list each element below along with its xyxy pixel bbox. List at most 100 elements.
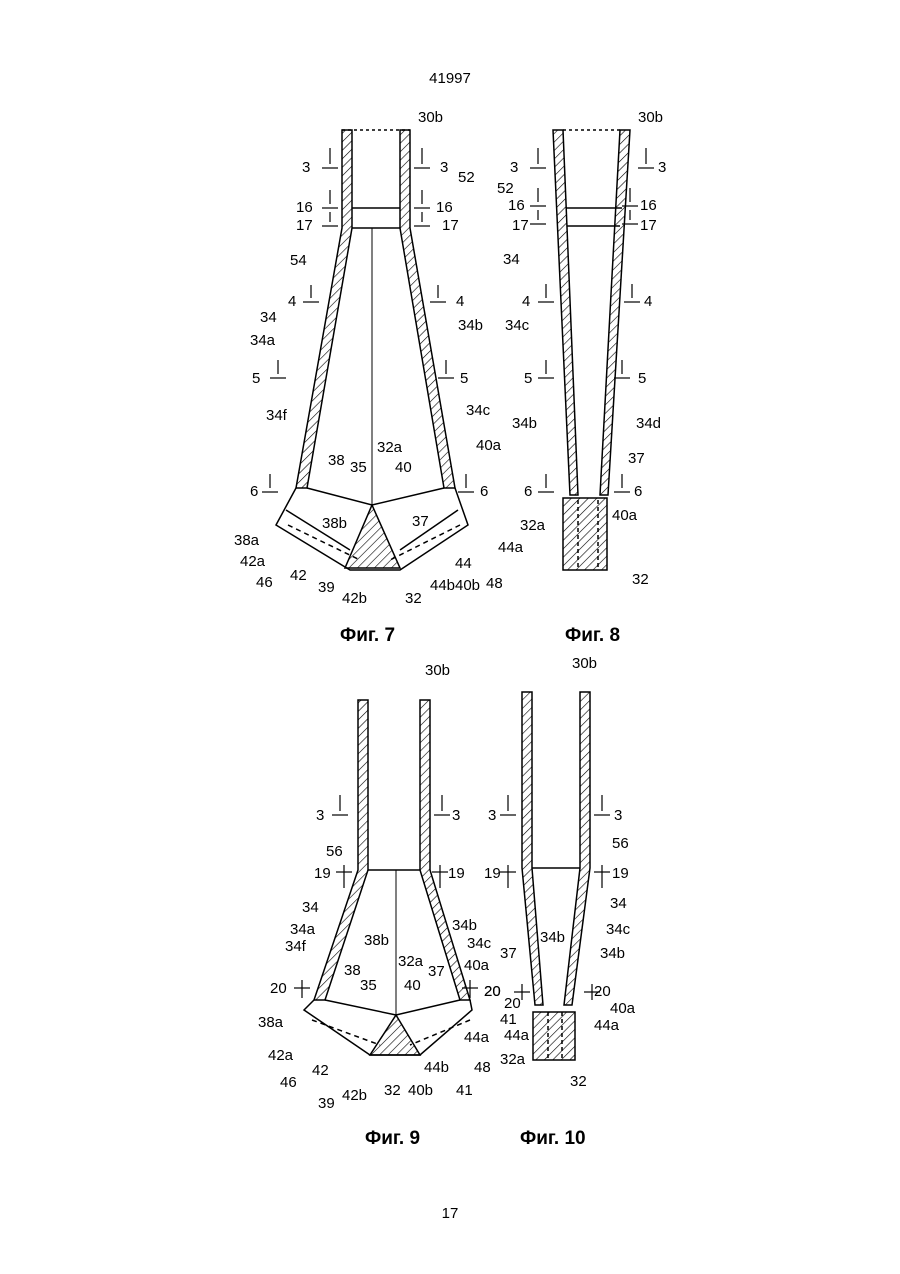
label: 20 [594,983,611,1000]
label: 3 [658,159,666,176]
label: 3 [452,807,460,824]
figure-7-drawing [262,130,474,570]
label: 38a [258,1014,284,1031]
label: 5 [638,370,646,387]
label: 35 [360,977,377,994]
label: 3 [302,159,310,176]
label: 4 [522,293,530,310]
label: 19 [612,865,629,882]
label: 42 [312,1062,329,1079]
label: 40 [404,977,421,994]
label: 38a [234,532,260,549]
label: 34c [606,921,631,938]
label: 6 [634,483,642,500]
label: 20 [504,995,521,1012]
figure-caption: Фиг. 10 [520,1128,586,1150]
label: 34 [260,309,277,326]
label: 4 [456,293,464,310]
label: 19 [314,865,331,882]
label: 34a [290,921,316,938]
label: 32a [398,953,424,970]
label: 44 [455,555,472,572]
label: 42a [240,553,266,570]
label: 52 [497,180,514,197]
label: 5 [460,370,468,387]
label: 34c [505,317,530,334]
label: 32 [570,1073,587,1090]
label: 56 [326,843,343,860]
label: 3 [614,807,622,824]
figure-caption: Фиг. 9 [365,1128,420,1150]
label: 48 [486,575,503,592]
label: 16 [436,199,453,216]
label: 54 [290,252,307,269]
label: 3 [510,159,518,176]
label: 34b [540,929,565,946]
label: 34b [600,945,625,962]
label: 20 [270,980,287,997]
label: 34f [266,407,288,424]
label: 32a [520,517,546,534]
label: 20 [484,983,501,1000]
label: 16 [508,197,525,214]
label: 34 [503,251,520,268]
label: 19 [484,865,501,882]
label: 17 [296,217,313,234]
label: 42a [268,1047,294,1064]
label: 42b [342,1087,367,1104]
label: 39 [318,579,335,596]
label: 6 [524,483,532,500]
label: 38 [344,962,361,979]
label: 44b [430,577,455,594]
label: 17 [512,217,529,234]
label: 3 [440,159,448,176]
label: 40a [610,1000,636,1017]
label: 34b [458,317,483,334]
label: 34a [250,332,276,349]
label: 34b [452,917,477,934]
label: 44a [594,1017,620,1034]
label: 32a [377,439,403,456]
label: 42 [290,567,307,584]
figure-8-drawing [530,130,654,570]
label: 30b [638,109,663,126]
label: 34 [302,899,319,916]
label: 19 [448,865,465,882]
label: 44a [504,1027,530,1044]
label: 6 [250,483,258,500]
label: 37 [500,945,517,962]
label: 4 [288,293,296,310]
label: 41 [500,1011,517,1028]
label: 35 [350,459,367,476]
label: 46 [280,1074,297,1091]
label: 16 [640,197,657,214]
label: 38b [364,932,389,949]
label: 30b [418,109,443,126]
label: 3 [316,807,324,824]
label: 40a [464,957,490,974]
label: 40a [476,437,502,454]
label: 40b [455,577,480,594]
label: 6 [480,483,488,500]
label: 34c [467,935,492,952]
label: 41 [456,1082,473,1099]
label: 5 [524,370,532,387]
label: 34b [512,415,537,432]
label: 46 [256,574,273,591]
label: 16 [296,199,313,216]
label: 32 [405,590,422,607]
label: 39 [318,1095,335,1112]
label: 44a [464,1029,490,1046]
label: 44a [498,539,524,556]
label: 3 [488,807,496,824]
label: 30b [425,662,450,679]
label: 32 [384,1082,401,1099]
label: 40 [395,459,412,476]
label: 5 [252,370,260,387]
label: 32 [632,571,649,588]
label: 37 [628,450,645,467]
page-number: 17 [0,1205,900,1222]
figure-caption: Фиг. 7 [340,625,395,647]
label: 38 [328,452,345,469]
